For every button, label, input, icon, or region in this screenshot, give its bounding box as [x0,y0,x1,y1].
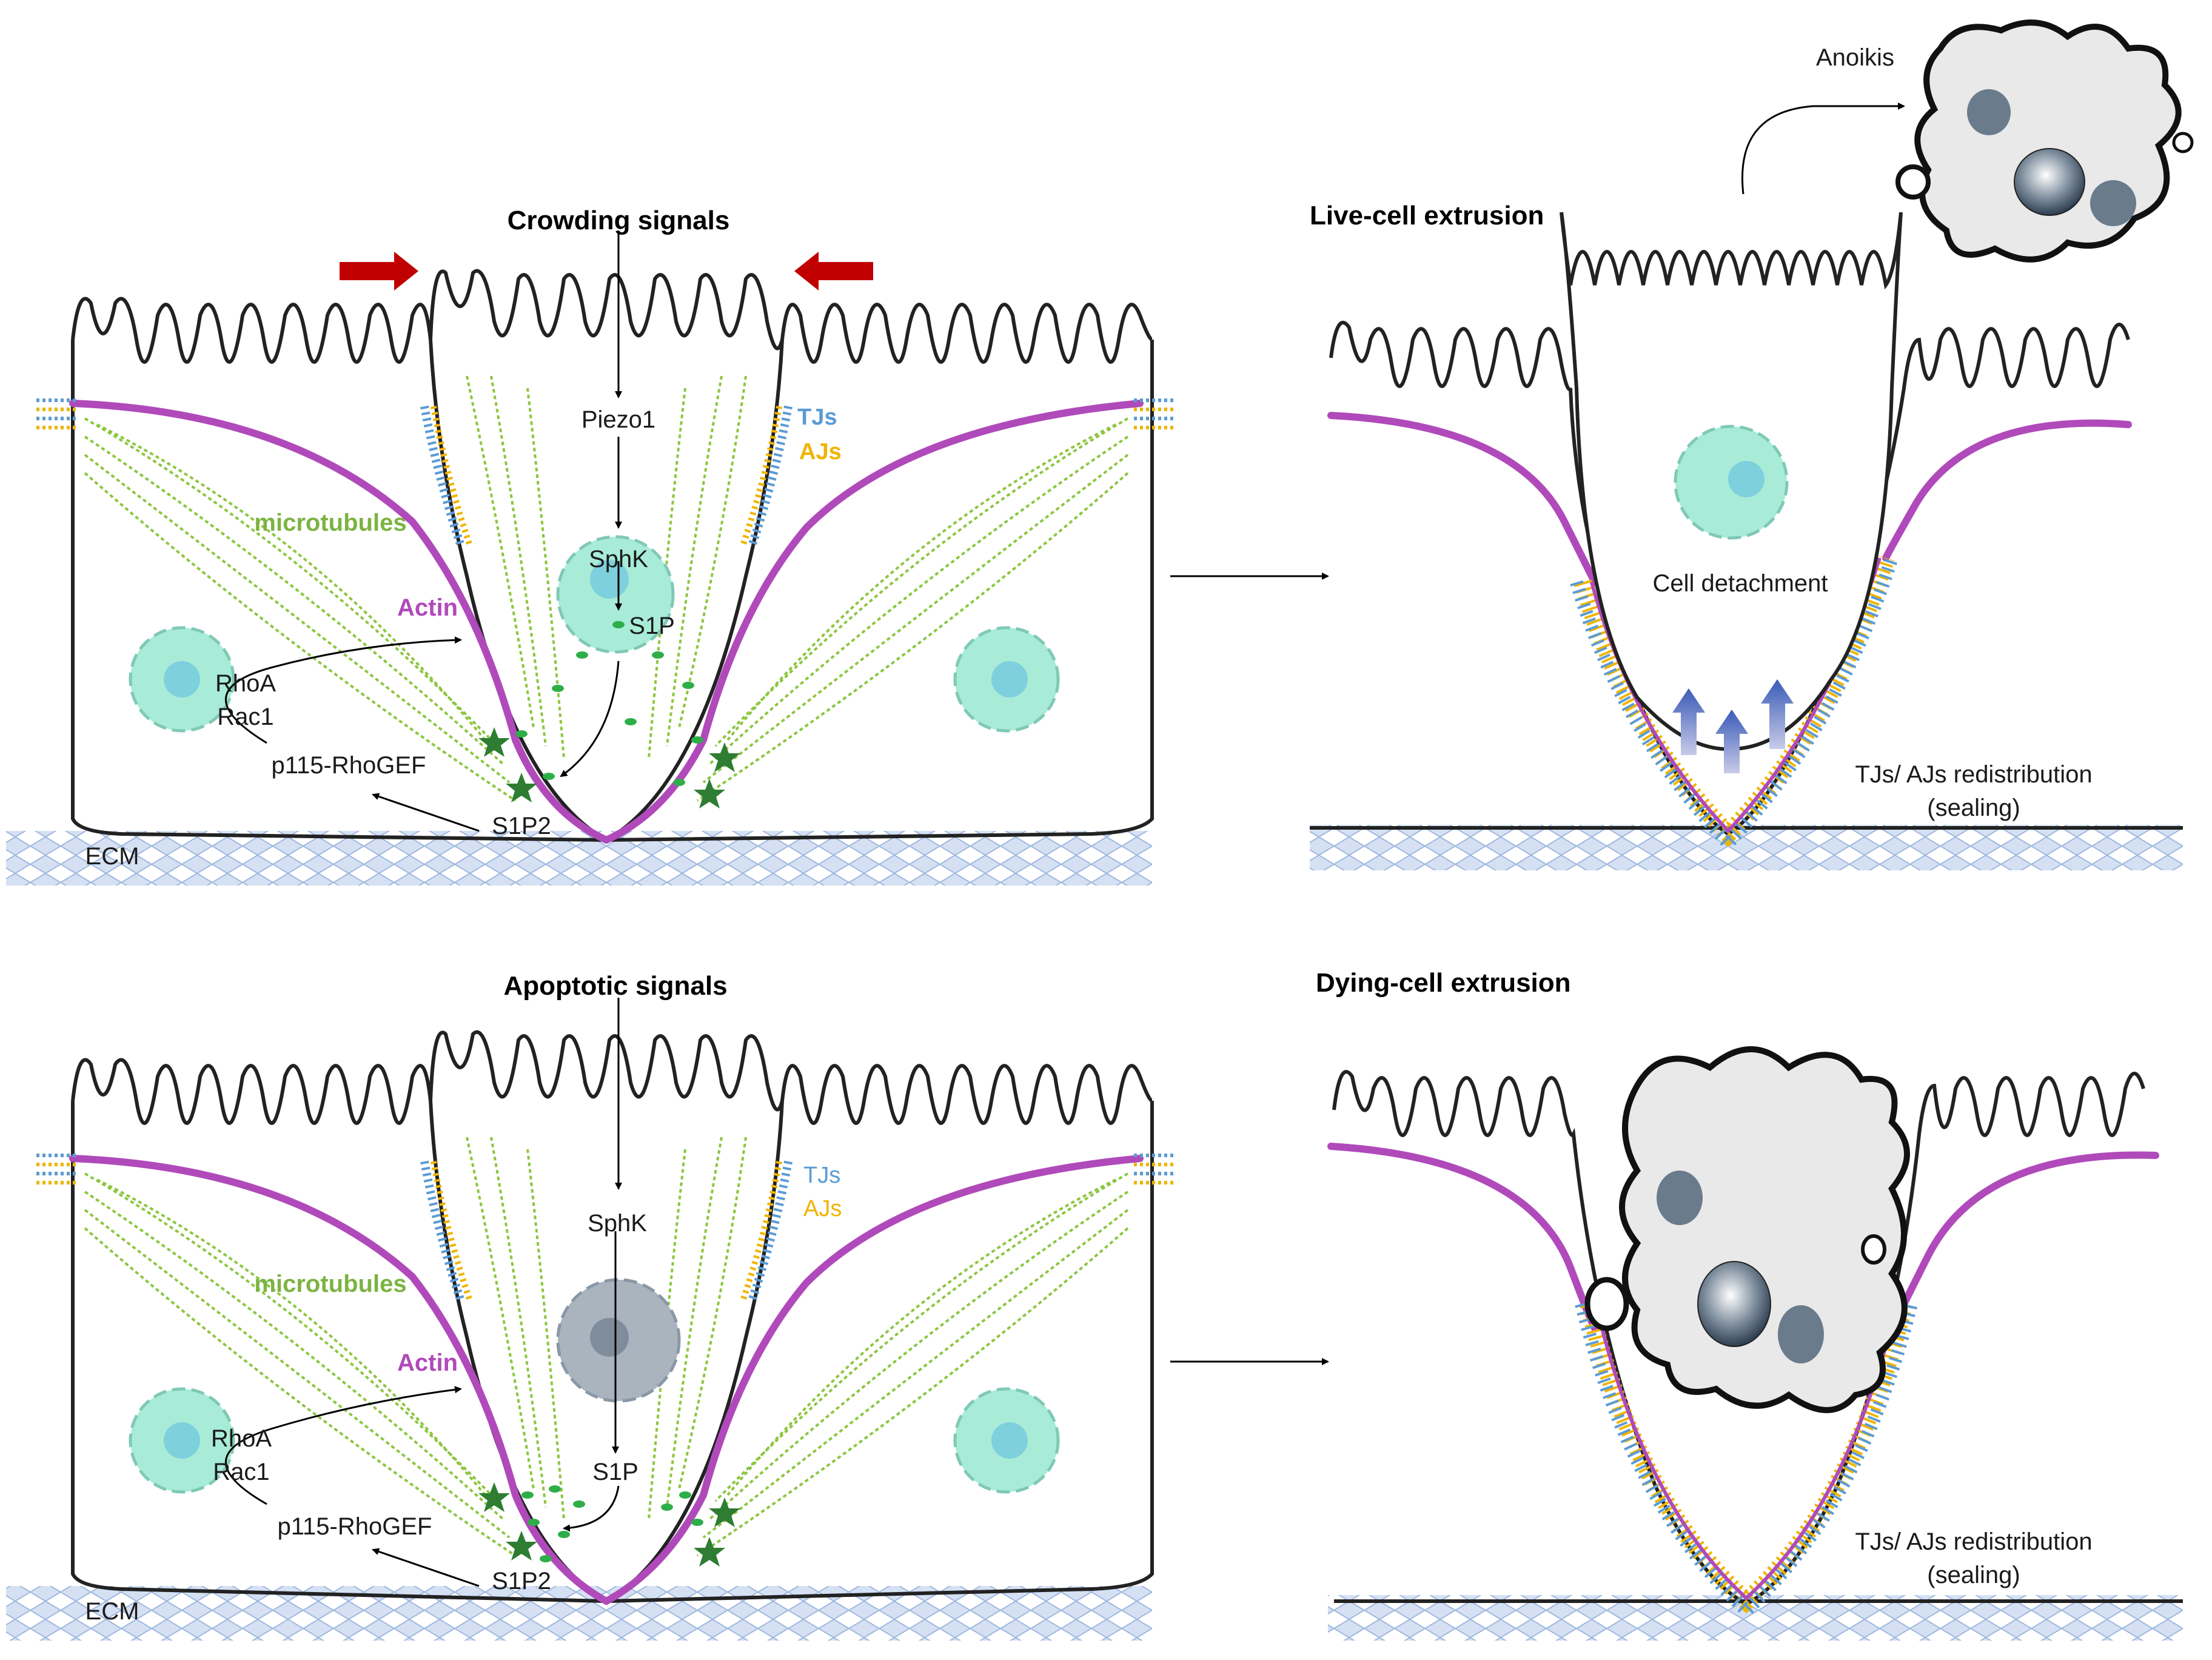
top-s1p-label: S1P [629,613,675,639]
bottom-microvilli-right [780,1064,1153,1125]
top-sphk-label: SphK [589,546,648,573]
bottom-microtubules-label: microtubules [254,1271,406,1297]
top-tjs-label: TJs [797,405,837,430]
bottom-cell-outline [71,1101,1154,1604]
top-actin-right [603,400,1144,844]
top-microvilli-left [71,297,432,364]
top-s1p-vesicles [515,621,703,786]
top-signal-title: Crowding signals [508,206,730,235]
top-piezo-label: Piezo1 [581,406,655,433]
top-result-title: Live-cell extrusion [1310,201,1544,230]
bottom-s1p-vesicles [521,1485,703,1562]
top-rhoa-label: RhoA [215,670,276,697]
bottom-p115-label: p115-RhoGEF [278,1513,432,1540]
top-result-neighbors [1329,320,2130,836]
top-redistribution-label: TJs/ AJs redistribution [1855,761,2092,788]
top-extruding-nucleus [1674,425,1789,540]
bottom-apoptotic-cell [1584,1046,1910,1413]
top-microvilli-center [429,269,784,351]
top-signal-arrows [225,234,622,832]
bottom-nucleus-apoptotic [556,1278,681,1403]
bottom-result: Dying-cell extrusion TJs/ AJs redistribu… [1316,968,2183,1641]
bottom-signal-title: Apoptotic signals [503,971,727,1001]
top-anoikis-arrow [1741,102,1905,195]
bottom-result-title: Dying-cell extrusion [1316,968,1571,998]
bottom-rhoa-label: RhoA [211,1425,272,1452]
top-crowding-arrow-right [794,252,873,291]
bottom-redistribution-label: TJs/ AJs redistribution [1855,1528,2092,1555]
top-result-actin-left [1327,412,1598,586]
bottom-ecm-label: ECM [85,1598,139,1625]
top-microtubules [84,375,1129,802]
bottom-result-actin-right [1900,1151,2159,1308]
bottom-result-neighbors [1332,1070,2145,1607]
bottom-microtubules [84,1137,1129,1557]
top-nucleus-left [129,626,235,733]
top-junctions [36,398,1176,548]
bottom-rac1-label: Rac1 [213,1459,269,1485]
bottom-s1p2-label: S1P2 [492,1568,551,1594]
bottom-s1p-label: S1P [592,1459,638,1485]
top-microvilli-right [780,303,1153,364]
top-detachment-label: Cell detachment [1652,570,1828,597]
bottom-epithelium: Apoptotic signals SphK S1P microtubules … [6,971,1176,1641]
bottom-actin-right [603,1155,1144,1605]
bottom-nucleus-right [953,1387,1060,1494]
top-actin-left [69,400,610,844]
top-rac1-label: Rac1 [217,704,273,730]
top-crowding-arrow-left [340,252,418,291]
top-nucleus-right [953,626,1060,733]
bottom-nucleus-left [129,1387,235,1494]
bottom-microvilli-left [71,1058,432,1125]
top-microtubules-label: microtubules [254,509,406,536]
bottom-sphk-label: SphK [588,1210,647,1237]
bottom-result-sealing-band [1575,1302,1918,1619]
bottom-microvilli-center [429,1030,784,1112]
bottom-actin-label: Actin [397,1349,458,1376]
top-cell-outline [71,340,1154,842]
top-epithelium: Crowding signals Piezo1 SphK S1P microtu… [6,206,1176,885]
top-ajs-label: AJs [799,439,842,465]
top-p115-label: p115-RhoGEF [272,752,426,779]
top-ecm-label: ECM [85,843,139,870]
bottom-signal-arrows [225,998,622,1587]
bottom-ajs-label: AJs [803,1196,842,1221]
bottom-ecm-layer [6,1586,1152,1641]
bottom-result-actin-left [1327,1143,1598,1332]
bottom-actin-left [69,1155,610,1605]
bottom-junctions [36,1154,1176,1303]
bottom-tjs-label: TJs [803,1163,840,1188]
bottom-sealing-label: (sealing) [1927,1562,2020,1588]
top-anoikis-label: Anoikis [1816,44,1894,71]
top-s1p2-label: S1P2 [492,813,551,839]
top-sealing-label: (sealing) [1927,795,2020,821]
top-detachment-arrows [1672,679,1794,773]
top-result-actin-right [1882,419,2132,562]
top-anoikis-cell [1895,19,2194,263]
top-result: Live-cell extrusion Anoikis Cell detachm… [1310,19,2194,870]
top-actin-label: Actin [397,594,458,621]
